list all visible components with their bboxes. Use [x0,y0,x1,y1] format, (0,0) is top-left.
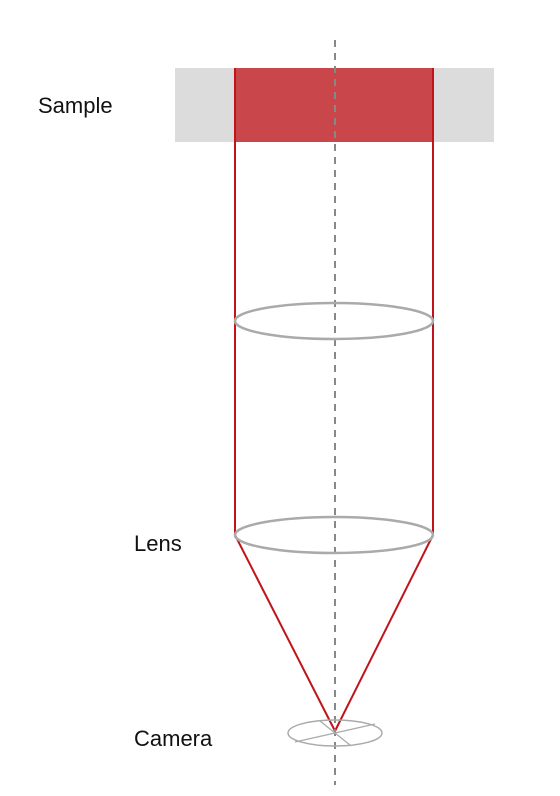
upper-lens [233,301,435,341]
beam-left-converging [234,534,336,732]
sample-label: Sample [38,93,113,118]
beam-right-converging [334,534,434,732]
lens-label: Lens [134,531,182,556]
camera-sensor [287,719,383,747]
camera-label: Camera [134,726,213,751]
lower-lens [233,515,435,555]
